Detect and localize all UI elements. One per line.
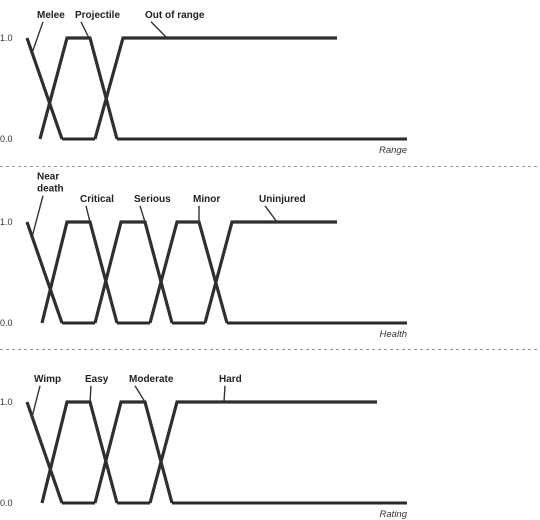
y-tick-label: 1.0: [0, 217, 13, 227]
annotation-line: Moderate: [129, 374, 174, 385]
annotation-line: Melee: [37, 10, 65, 21]
y-tick-label: 1.0: [0, 33, 13, 43]
series-moderate: [93, 400, 174, 504]
y-tick-label: 0.0: [0, 318, 13, 328]
series-near-death: [25, 221, 64, 324]
series-serious: [93, 220, 174, 324]
y-tick-label: 1.0: [0, 397, 13, 407]
annotation-leader-line: [89, 385, 92, 403]
series-annotation: Moderate: [129, 374, 174, 385]
x-axis-label: Rating: [380, 509, 408, 520]
annotation-line: Serious: [134, 194, 171, 205]
series-annotation: Minor: [193, 194, 220, 205]
series-annotation: Easy: [85, 374, 109, 385]
annotation-leader-line: [31, 21, 44, 54]
series-annotation: Out of range: [145, 10, 205, 21]
series-critical: [40, 220, 119, 324]
series-annotation: Wimp: [34, 374, 61, 385]
annotation-line: Uninjured: [259, 194, 306, 205]
annotation-line: Hard: [219, 374, 242, 385]
x-axis-label: Range: [379, 145, 407, 156]
x-axis-label: Health: [380, 329, 407, 340]
series-annotation: Serious: [134, 194, 171, 205]
annotation-line: Easy: [85, 374, 109, 385]
series-annotation: Hard: [219, 374, 242, 385]
series-easy: [40, 400, 119, 504]
annotation-leader-line: [139, 205, 146, 223]
series-out-of-range: [93, 36, 337, 140]
series-projectile: [38, 36, 119, 140]
series-annotation: Critical: [80, 194, 114, 205]
series-uninjured: [203, 220, 337, 324]
annotation-line: Out of range: [145, 10, 205, 21]
annotation-line: Wimp: [34, 374, 61, 385]
annotation-line: Critical: [80, 194, 114, 205]
annotation-line: death: [37, 184, 64, 195]
annotation-line: Projectile: [75, 10, 120, 21]
series-minor: [148, 220, 229, 324]
annotation-line: Near: [37, 172, 59, 183]
y-tick-label: 0.0: [0, 134, 13, 144]
series-wimp: [25, 401, 64, 504]
annotation-leader-line: [264, 205, 278, 223]
annotation-leader-line: [31, 195, 44, 238]
series-annotation: Uninjured: [259, 194, 306, 205]
annotation-leader-line: [134, 385, 146, 403]
annotation-leader-line: [80, 21, 90, 39]
series-hard: [148, 400, 377, 504]
annotation-leader-line: [150, 21, 168, 39]
series-annotation: Projectile: [75, 10, 120, 21]
y-tick-label: 0.0: [0, 498, 13, 508]
annotation-leader-line: [223, 385, 226, 403]
series-melee: [25, 37, 64, 140]
annotation-leader-line: [85, 205, 91, 223]
annotation-leader-line: [31, 385, 41, 418]
annotation-line: Minor: [193, 194, 220, 205]
series-annotation: Melee: [37, 10, 65, 21]
